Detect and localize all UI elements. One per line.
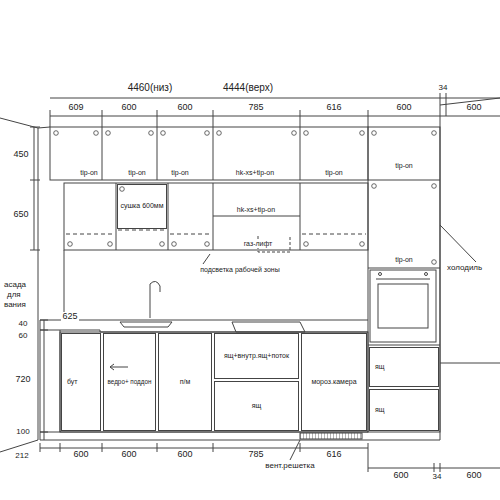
front-label: п/м: [179, 378, 192, 386]
dimension-label: 625: [61, 312, 78, 322]
dimension-label: 600: [176, 103, 193, 113]
front-label: ящ: [374, 406, 386, 414]
note-label: вент.решетка: [264, 462, 315, 471]
note-label: асада: [3, 281, 27, 290]
cabinet-front: ящ: [214, 381, 299, 431]
front-label: ящ+внутр.ящ+поток: [223, 352, 290, 360]
dimension-label: 720: [14, 375, 31, 385]
note-label: подсветка рабочей зоны: [199, 266, 281, 274]
front-label: ящ: [374, 363, 386, 371]
dimension-label: 600: [120, 103, 137, 113]
note-label: газ-лифт: [243, 240, 274, 248]
note-label: вания: [3, 301, 27, 310]
dimension-label: 212: [14, 452, 29, 461]
dimension-label: 450: [12, 150, 29, 160]
dimension-label: 600: [465, 471, 482, 481]
dimension-label: 40: [18, 320, 29, 329]
cabinet-front: п/м: [158, 333, 212, 431]
dimension-label: 100: [15, 428, 30, 437]
dimension-label: 4460(низ): [127, 82, 174, 93]
note-label: для: [6, 291, 22, 300]
dimension-label: 609: [67, 103, 84, 113]
cabinet-door: сушка 600мм: [117, 184, 167, 229]
cabinet-front: бут: [61, 333, 101, 431]
dimension-label: 600: [392, 471, 409, 481]
note-label: hk-xs+tip-on: [236, 206, 276, 214]
front-label: сушка 600мм: [120, 202, 165, 210]
cabinet-front: ведро+ поддон: [103, 333, 156, 431]
dimension-label: 600: [176, 450, 193, 460]
dimension-label: 34: [438, 84, 449, 93]
dimension-label: 60: [18, 332, 29, 341]
dimension-label: 600: [72, 450, 89, 460]
dimension-label: 616: [325, 450, 342, 460]
cabinet-front: ящ: [369, 389, 439, 431]
cabinet-front: ящ: [369, 347, 439, 387]
note-label: tip-on: [127, 169, 147, 177]
dimension-label: 785: [247, 103, 264, 113]
dimension-label: 4444(верх): [222, 82, 274, 93]
front-label: мороз.камера: [310, 378, 357, 386]
note-label: tip-on: [394, 162, 414, 170]
front-label: бут: [66, 378, 79, 386]
dimension-label: 600: [395, 103, 412, 113]
cabinet-front: ящ+внутр.ящ+поток: [214, 333, 299, 379]
note-label: tip-on: [170, 169, 190, 177]
note-label: tip-on: [79, 169, 99, 177]
note-label: hk-xs+tip-on: [235, 169, 275, 177]
front-label: ведро+ поддон: [107, 378, 153, 385]
note-label: холодиль: [446, 264, 483, 273]
dimension-label: 650: [12, 210, 29, 220]
note-label: tip-on: [324, 169, 344, 177]
note-label: tip-on: [394, 256, 414, 264]
front-label: ящ: [251, 402, 263, 410]
dimension-label: 616: [325, 103, 342, 113]
dimension-label: 785: [247, 450, 264, 460]
dimension-label: 600: [120, 450, 137, 460]
dimension-label: 600: [465, 103, 482, 113]
dimension-label: 34: [432, 473, 443, 482]
cabinet-front: мороз.камера: [301, 333, 367, 431]
